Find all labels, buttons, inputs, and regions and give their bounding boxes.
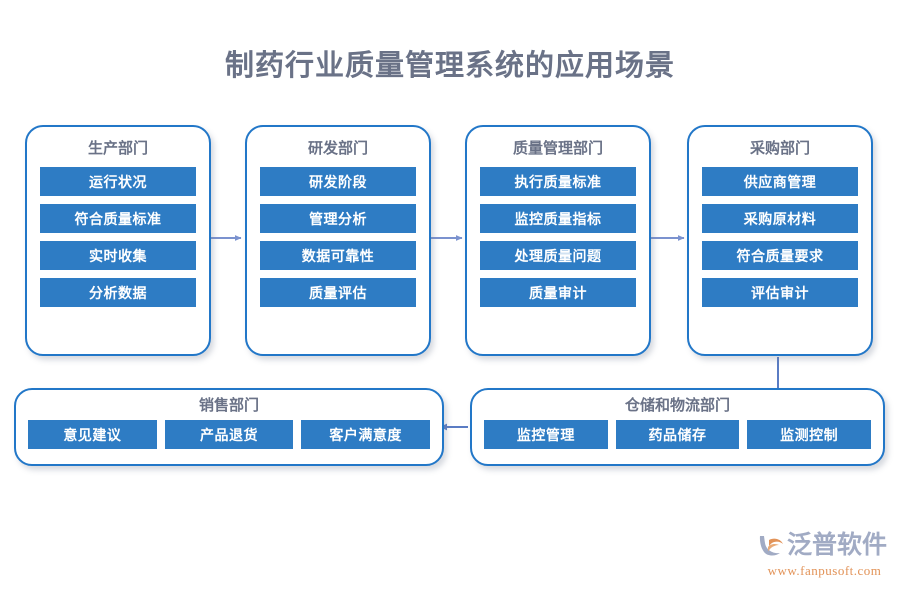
department-item-list: 供应商管理 采购原材料 符合质量要求 评估审计 [689, 167, 871, 307]
department-item[interactable]: 管理分析 [260, 204, 416, 233]
department-item[interactable]: 采购原材料 [702, 204, 858, 233]
watermark-url: www.fanpusoft.com [767, 563, 882, 578]
department-card-production[interactable]: 生产部门 运行状况 符合质量标准 实时收集 分析数据 [25, 125, 211, 356]
department-title: 生产部门 [87, 140, 148, 157]
department-item[interactable]: 研发阶段 [260, 167, 416, 196]
watermark-logo: 泛普软件 www.fanpusoft.com [757, 528, 892, 588]
department-item-list: 运行状况 符合质量标准 实时收集 分析数据 [27, 167, 209, 307]
department-item[interactable]: 符合质量要求 [702, 241, 858, 270]
department-item[interactable]: 评估审计 [702, 278, 858, 307]
department-card-warehouse[interactable]: 仓储和物流部门 监控管理 药品储存 监测控制 [470, 388, 885, 466]
department-item[interactable]: 数据可靠性 [260, 241, 416, 270]
department-item[interactable]: 处理质量问题 [480, 241, 636, 270]
department-item[interactable]: 质量评估 [260, 278, 416, 307]
department-title: 研发部门 [307, 140, 368, 157]
department-item-list: 研发阶段 管理分析 数据可靠性 质量评估 [247, 167, 429, 307]
department-item[interactable]: 药品储存 [615, 420, 740, 449]
department-title: 采购部门 [749, 140, 810, 157]
watermark-brand: 泛普软件 [787, 531, 888, 559]
department-item-list: 监控管理 药品储存 监测控制 [472, 420, 883, 449]
department-item[interactable]: 监控管理 [484, 420, 608, 449]
department-title: 销售部门 [198, 397, 259, 414]
department-card-sales[interactable]: 销售部门 意见建议 产品退货 客户满意度 [14, 388, 444, 466]
department-item[interactable]: 供应商管理 [702, 167, 858, 196]
department-item[interactable]: 分析数据 [40, 278, 196, 307]
department-item-list: 意见建议 产品退货 客户满意度 [16, 420, 442, 449]
department-item[interactable]: 产品退货 [164, 420, 294, 449]
department-item[interactable]: 实时收集 [40, 241, 196, 270]
department-item-list: 执行质量标准 监控质量指标 处理质量问题 质量审计 [467, 167, 649, 307]
department-item[interactable]: 监控质量指标 [480, 204, 636, 233]
department-item[interactable]: 执行质量标准 [480, 167, 636, 196]
department-card-rd[interactable]: 研发部门 研发阶段 管理分析 数据可靠性 质量评估 [245, 125, 431, 356]
department-item[interactable]: 符合质量标准 [40, 204, 196, 233]
department-card-purchasing[interactable]: 采购部门 供应商管理 采购原材料 符合质量要求 评估审计 [687, 125, 873, 356]
department-title: 质量管理部门 [512, 140, 603, 157]
department-title: 仓储和物流部门 [624, 397, 730, 414]
department-item[interactable]: 监测控制 [747, 420, 872, 449]
page-title: 制药行业质量管理系统的应用场景 [224, 50, 675, 82]
department-item[interactable]: 质量审计 [480, 278, 636, 307]
department-item[interactable]: 客户满意度 [301, 420, 431, 449]
department-card-quality[interactable]: 质量管理部门 执行质量标准 监控质量指标 处理质量问题 质量审计 [465, 125, 651, 356]
department-item[interactable]: 意见建议 [28, 420, 157, 449]
department-item[interactable]: 运行状况 [40, 167, 196, 196]
fanpu-logo-icon [757, 531, 787, 559]
